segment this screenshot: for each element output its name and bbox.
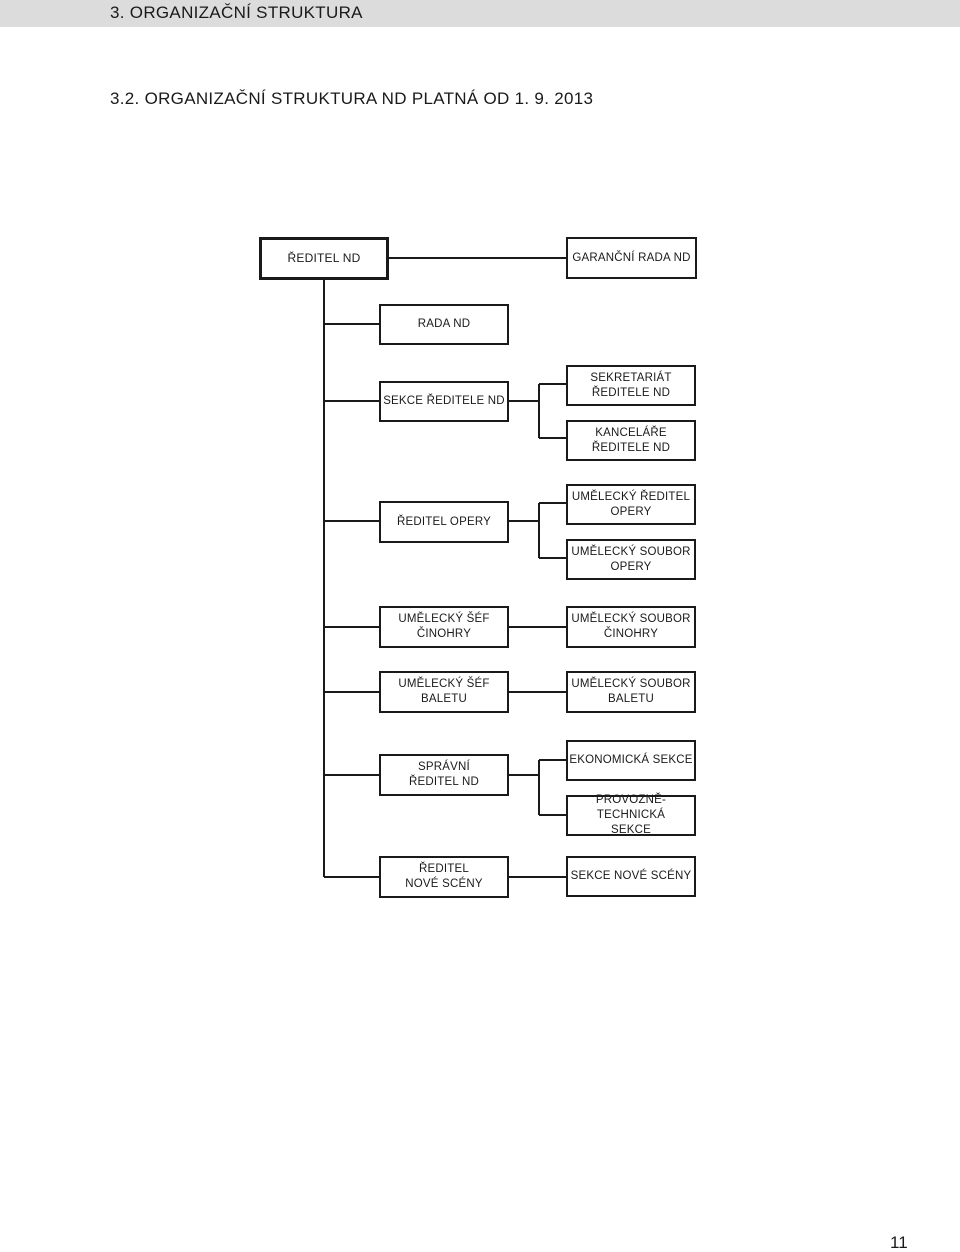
box-kancelare-reditele-nd: KANCELÁŘE ŘEDITELE ND <box>566 420 696 461</box>
box-umelecky-sef-baletu: UMĚLECKÝ ŠÉF BALETU <box>379 671 509 713</box>
box-reditel-nd: ŘEDITEL ND <box>259 237 389 280</box>
box-garancni-rada-nd: GARANČNÍ RADA ND <box>566 237 697 279</box>
box-ekonomicka-sekce: EKONOMICKÁ SEKCE <box>566 740 696 781</box>
subsection-title: 3.2. ORGANIZAČNÍ STRUKTURA ND PLATNÁ OD … <box>110 89 594 108</box>
box-sekce-reditele-nd: SEKCE ŘEDITELE ND <box>379 381 509 422</box>
box-umelecky-reditel-opery: UMĚLECKÝ ŘEDITEL OPERY <box>566 484 696 525</box>
box-rada-nd: RADA ND <box>379 304 509 345</box>
box-spravni-reditel-nd: SPRÁVNÍ ŘEDITEL ND <box>379 754 509 796</box>
section-title: 3. ORGANIZAČNÍ STRUKTURA <box>110 3 363 22</box>
box-umelecky-soubor-opery: UMĚLECKÝ SOUBOR OPERY <box>566 539 696 580</box>
box-reditel-nove-sceny: ŘEDITEL NOVÉ SCÉNY <box>379 856 509 898</box>
box-provozne-technicka-sekce: PROVOZNĚ-TECHNICKÁ SEKCE <box>566 794 696 836</box>
page-number: 11 <box>890 1233 908 1252</box>
box-umelecky-soubor-baletu: UMĚLECKÝ SOUBOR BALETU <box>566 671 696 713</box>
box-umelecky-sef-cinohry: UMĚLECKÝ ŠÉF ČINOHRY <box>379 606 509 648</box>
box-sekretariat-reditele-nd: SEKRETARIÁT ŘEDITELE ND <box>566 365 696 406</box>
box-umelecky-soubor-cinohry: UMĚLECKÝ SOUBOR ČINOHRY <box>566 606 696 648</box>
box-sekce-nove-sceny: SEKCE NOVÉ SCÉNY <box>566 856 696 897</box>
box-reditel-opery: ŘEDITEL OPERY <box>379 501 509 543</box>
header-band <box>0 0 960 27</box>
